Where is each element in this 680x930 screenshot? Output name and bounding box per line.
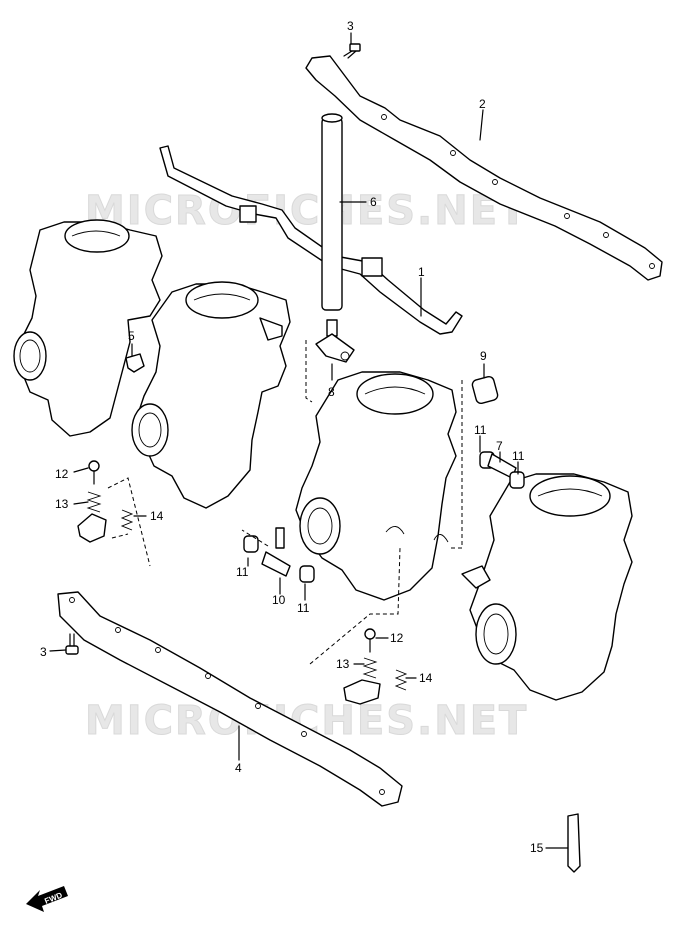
bolt-bottom	[65, 633, 79, 655]
adjuster-left	[77, 460, 134, 543]
callout-3-bottom: 3	[40, 645, 47, 659]
callout-10: 10	[272, 593, 286, 607]
watermark-top: MICROFICHES.NET	[85, 188, 528, 234]
callout-12-left: 12	[55, 467, 69, 481]
carburetor-4	[461, 473, 633, 701]
callout-9: 9	[480, 349, 487, 363]
fwd-arrow-icon: FWD	[26, 886, 68, 912]
callout-12-right: 12	[390, 631, 404, 645]
linkage-rod	[159, 145, 463, 335]
callout-14-left: 14	[150, 509, 164, 523]
callout-3-top: 3	[347, 19, 354, 33]
clip	[125, 353, 145, 373]
t-joint	[315, 319, 355, 363]
pipe	[321, 113, 343, 311]
callout-11-b: 11	[512, 449, 525, 463]
upper-bracket	[305, 55, 663, 281]
callout-6: 6	[370, 195, 377, 209]
callout-7: 7	[496, 439, 503, 453]
lower-bracket	[57, 591, 403, 807]
callout-4: 4	[235, 761, 242, 775]
hose-clamp	[567, 813, 581, 873]
callout-14-right: 14	[419, 671, 433, 685]
cap	[471, 375, 499, 405]
callout-11-a: 11	[474, 423, 487, 437]
callout-13-right: 13	[336, 657, 350, 671]
callout-11-c: 11	[236, 565, 249, 579]
callout-11-d: 11	[297, 601, 310, 615]
adjuster-right	[343, 628, 408, 705]
carburetor-2	[131, 281, 291, 509]
callout-8: 8	[328, 385, 335, 399]
callout-2: 2	[479, 97, 486, 111]
fitting-left	[243, 527, 315, 583]
leader-lines	[49, 32, 569, 849]
bolt-top	[343, 43, 361, 59]
carburetor-1	[13, 219, 163, 437]
callout-15: 15	[530, 841, 544, 855]
reference-lines	[107, 340, 463, 665]
fitting-right	[479, 451, 525, 489]
callout-13-left: 13	[55, 497, 69, 511]
watermark-bottom: MICROFICHES.NET	[85, 698, 528, 744]
callout-5: 5	[128, 329, 135, 343]
callout-1: 1	[418, 265, 425, 279]
carburetor-3	[295, 371, 457, 601]
